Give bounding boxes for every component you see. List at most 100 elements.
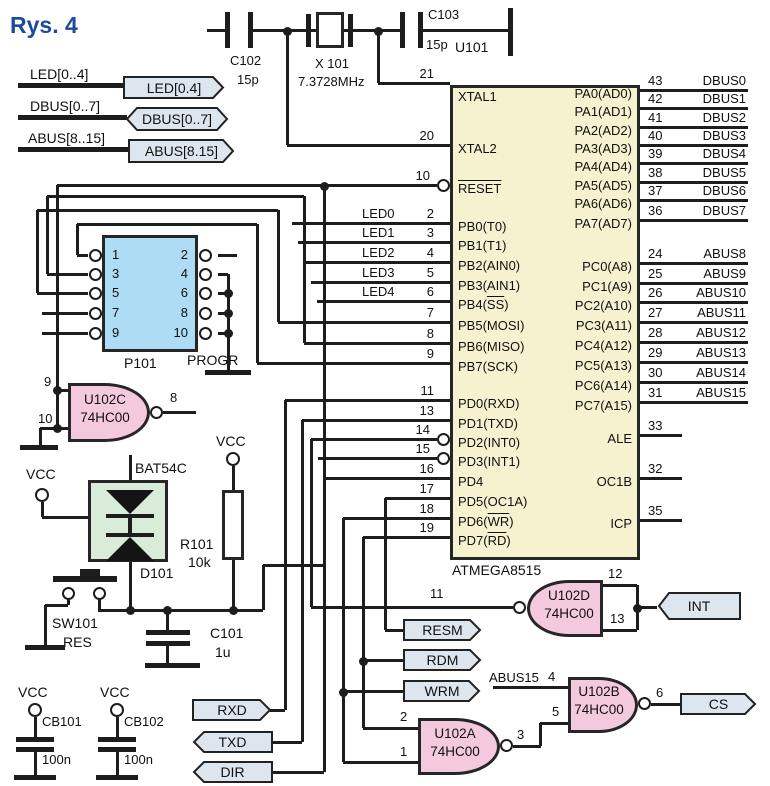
capacitor-plate — [98, 737, 136, 742]
mcu-pin-name: PA7(AD7) — [574, 216, 632, 231]
mcu-pin-net-label: ABUS11 — [697, 305, 746, 320]
net-tag-shape — [125, 107, 229, 131]
wire — [384, 498, 387, 630]
wire — [513, 745, 541, 748]
vcc-label: VCC — [100, 684, 130, 700]
gate-pin-number: 6 — [656, 685, 664, 700]
wire — [640, 162, 748, 165]
gate-pin-number: 9 — [44, 374, 52, 389]
wire — [34, 752, 37, 776]
c101-ref: C101 — [210, 625, 244, 641]
net-tag-resm: RESM — [403, 619, 482, 641]
wire — [640, 126, 748, 129]
mcu-pin-number: 13 — [419, 403, 434, 418]
net-tag-label: RXD — [217, 702, 247, 718]
gate-ref: U102D — [547, 587, 591, 603]
junction-dot — [373, 26, 383, 36]
c103-ref: C103 — [428, 7, 460, 22]
wire — [45, 604, 68, 607]
bus-tag: LED[0.4] — [123, 76, 225, 99]
page-title: Rys. 4 — [10, 12, 78, 38]
net-tag-shape — [657, 592, 741, 620]
wire — [42, 516, 88, 519]
mcu-pin-number: 25 — [648, 266, 663, 281]
overline-text: WR — [487, 514, 510, 529]
capacitor-plate — [146, 630, 190, 635]
wire — [272, 741, 302, 744]
mcu-pin-name: PA6(AD6) — [574, 196, 632, 211]
capacitor-plate — [400, 12, 405, 48]
wire — [284, 400, 287, 710]
inverter-bubble-icon — [638, 697, 651, 710]
wire — [343, 517, 450, 520]
mcu-pin-net-label: ABUS9 — [703, 266, 746, 281]
capacitor-plate — [508, 8, 513, 56]
net-tag-shape — [192, 731, 273, 753]
wire — [218, 273, 228, 276]
mcu-pin-net-label: LED4 — [362, 284, 395, 299]
mcu-pin-net-label: DBUS2 — [702, 110, 746, 125]
mcu-pin-net-label: ABUS13 — [696, 345, 746, 360]
connector-pin-contact — [89, 248, 102, 262]
c102-ref: C102 — [230, 53, 262, 68]
vcc-terminal-icon — [35, 488, 49, 502]
gate-pin-number: 1 — [400, 744, 408, 759]
p101-label: PROGR — [187, 352, 239, 368]
mcu-pin-number: 28 — [648, 325, 663, 340]
wire — [651, 703, 680, 706]
nand-gate-body — [527, 580, 603, 637]
connector-pin-number: 2 — [180, 247, 188, 262]
nand-gate-body — [68, 383, 150, 442]
wire — [77, 223, 257, 226]
vcc-label: VCC — [216, 433, 246, 449]
switch-bar — [53, 576, 117, 582]
wire — [129, 562, 132, 610]
mcu-pin-number: 6 — [426, 284, 434, 299]
mcu-pin-name: PB7(SCK) — [458, 359, 518, 374]
connector-pin-contact — [89, 286, 102, 300]
cb102-ref: CB102 — [124, 714, 164, 729]
gate-pin-number: 4 — [548, 669, 556, 684]
net-tag-label: LED[0.4] — [146, 79, 202, 96]
connector-pin-contact — [199, 267, 212, 281]
overline-text: RESET — [458, 181, 502, 196]
abus15-net-label: ABUS15 — [489, 670, 539, 685]
inverter-bubble-icon — [513, 601, 526, 614]
net-tag-label: RDM — [426, 652, 459, 668]
mcu-pin-net-label: ABUS12 — [696, 325, 746, 340]
wire — [362, 537, 365, 728]
wire — [37, 209, 278, 212]
mcu-pin-net-label: DBUS0 — [702, 73, 746, 88]
wire — [278, 321, 450, 324]
mcu-pin-name: PA1(AD1) — [574, 104, 632, 119]
mcu-pin-number: 31 — [648, 385, 663, 400]
wire — [637, 606, 657, 609]
net-tag-label: TXD — [218, 734, 247, 750]
mcu-pin-name: PD6(WR) — [458, 514, 514, 529]
gate-part: 74HC00 — [80, 409, 130, 425]
mcu-pin-number: 5 — [426, 265, 434, 280]
mcu-pin-number: 10 — [415, 168, 430, 183]
junction-dot — [282, 26, 292, 36]
wire — [128, 516, 132, 535]
wire — [344, 29, 400, 32]
wire — [166, 610, 169, 631]
connector-pin-number: 6 — [180, 285, 188, 300]
inverter-bubble-icon — [437, 178, 450, 192]
wire — [257, 362, 450, 365]
wire — [256, 224, 259, 363]
wire — [37, 292, 88, 295]
wire — [44, 605, 47, 645]
bus-name-label: ABUS[8..15] — [28, 130, 106, 146]
mcu-pin-net-label: DBUS7 — [702, 203, 746, 218]
net-tag-label: DBUS[0..7] — [141, 111, 213, 127]
mcu-pin-number: 4 — [426, 245, 434, 260]
net-tag-shape — [403, 649, 482, 671]
wire — [232, 466, 235, 490]
wire — [218, 292, 228, 295]
r101-value: 10k — [188, 554, 211, 570]
wire — [640, 144, 748, 147]
nand-gate-body — [418, 718, 500, 775]
wire — [270, 709, 285, 712]
